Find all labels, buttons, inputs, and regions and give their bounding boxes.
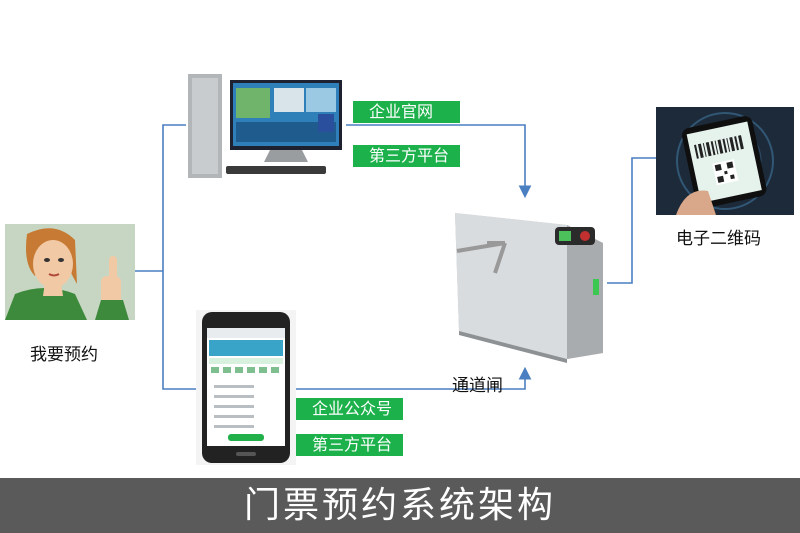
turnstile-gate-icon (447, 203, 607, 363)
qrcode-phone-icon (656, 107, 794, 215)
tag-company-website: 企业官网 (353, 101, 460, 123)
tag-third-party-platform-web: 第三方平台 (353, 145, 460, 167)
gate-illustration (447, 203, 607, 363)
phone-illustration (196, 310, 296, 465)
gate-label: 通道闸 (452, 376, 503, 396)
user-label: 我要预约 (30, 345, 98, 365)
connector-user-to-computer (162, 124, 188, 271)
connector-qrcode-to-gate (605, 157, 656, 284)
diagram-title: 门票预约系统架构 (0, 478, 800, 533)
computer-illustration (186, 70, 346, 182)
user-illustration (5, 224, 135, 320)
connector-user-to-phone (162, 271, 196, 390)
smartphone-icon (196, 310, 296, 465)
connector-phone-to-gate (296, 366, 532, 390)
person-thumbs-up-icon (5, 224, 135, 320)
tag-official-account: 企业公众号 (296, 398, 403, 420)
tag-third-party-platform-mobile: 第三方平台 (296, 434, 403, 456)
desktop-computer-icon (186, 70, 346, 182)
qrcode-illustration (656, 107, 794, 215)
connector-computer-to-gate (346, 124, 532, 199)
qrcode-label: 电子二维码 (676, 229, 761, 249)
